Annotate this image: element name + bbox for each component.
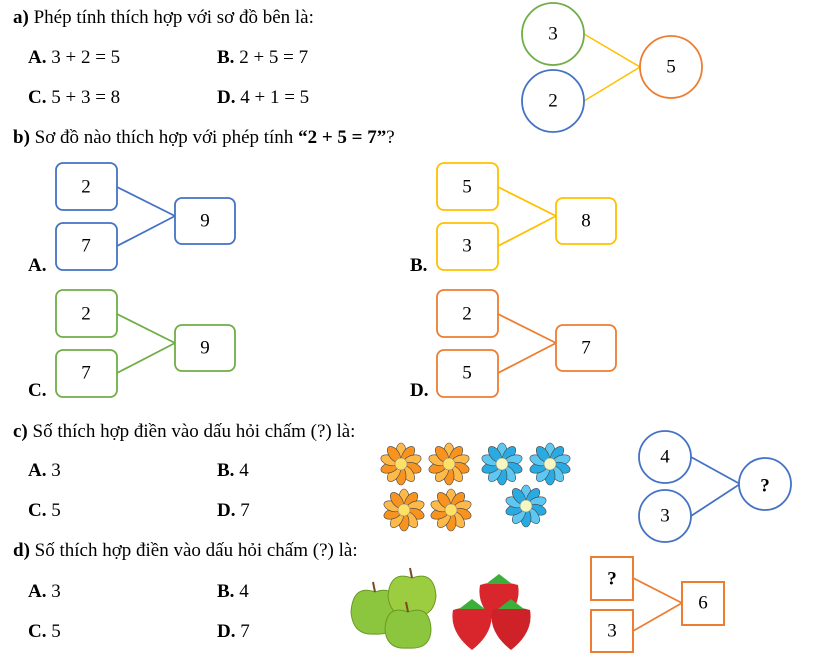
diagram-c-total: ? bbox=[760, 476, 770, 497]
flower-icon bbox=[428, 442, 470, 486]
diagram-b-options: 2 7 9 5 3 8 2 7 9 2 5 7 bbox=[55, 162, 617, 398]
flower-icon bbox=[383, 488, 425, 532]
box-top bbox=[436, 162, 499, 211]
box-bottom bbox=[55, 349, 118, 398]
circle-bottom bbox=[521, 69, 585, 133]
box-top bbox=[590, 556, 634, 601]
option-c-B: B. 4 bbox=[217, 460, 249, 481]
box-bottom bbox=[436, 349, 499, 398]
diagram-b-total: 7 bbox=[581, 338, 591, 359]
question-c: c) Số thích hợp điền vào dấu hỏi chấm (?… bbox=[13, 421, 356, 442]
option-a-A: A. 3 + 2 = 5 bbox=[28, 47, 121, 68]
box-total bbox=[174, 197, 236, 245]
flower-icon bbox=[481, 442, 523, 486]
apple-icon bbox=[387, 567, 437, 617]
diagram-a-bottom: 2 bbox=[548, 91, 558, 112]
flower-icon bbox=[380, 442, 422, 486]
diagram-b-top: 2 bbox=[81, 304, 91, 325]
box-top bbox=[436, 289, 499, 338]
diagram-b-bottom: 3 bbox=[462, 236, 472, 257]
diagram-b-bottom: 7 bbox=[81, 236, 91, 257]
diagram-b-bottom: 7 bbox=[81, 363, 91, 384]
diagram-d-bottom: 3 bbox=[607, 621, 617, 642]
box-bottom bbox=[436, 222, 499, 271]
diagram-b-total: 9 bbox=[200, 211, 210, 232]
box-total bbox=[174, 324, 236, 372]
option-d-D: D. 7 bbox=[217, 621, 250, 642]
box-bottom bbox=[55, 222, 118, 271]
option-a-B: B. 2 + 5 = 7 bbox=[217, 47, 309, 68]
diagram-a-top: 3 bbox=[548, 24, 558, 45]
option-b-D-label: D. bbox=[410, 380, 429, 401]
box-top bbox=[55, 289, 118, 338]
diagram-c-bottom: 3 bbox=[660, 506, 670, 527]
option-a-C: C. 5 + 3 = 8 bbox=[28, 87, 121, 108]
box-top bbox=[55, 162, 118, 211]
diagram-c: 4 3 ? bbox=[638, 430, 792, 543]
diagram-b-total: 8 bbox=[581, 211, 591, 232]
flower-icon bbox=[529, 442, 571, 486]
strawberry-icon bbox=[452, 599, 492, 650]
flower-icon bbox=[430, 488, 472, 532]
apples-illustration bbox=[350, 567, 437, 649]
strawberries-illustration bbox=[452, 574, 531, 650]
circle-top bbox=[638, 430, 692, 484]
diagram-b-bottom: 5 bbox=[462, 363, 472, 384]
diagram-b-option-D: 2 5 7 bbox=[436, 289, 617, 398]
box-total bbox=[681, 581, 725, 626]
apple-icon bbox=[384, 601, 432, 649]
diagram-b-total: 9 bbox=[200, 338, 210, 359]
diagram-c-top: 4 bbox=[660, 447, 670, 468]
option-b-B-label: B. bbox=[410, 255, 428, 276]
question-a: a) Phép tính thích hợp với sơ đồ bên là: bbox=[13, 7, 314, 29]
circle-bottom bbox=[638, 489, 692, 543]
flower-icon bbox=[505, 484, 547, 528]
circle-total bbox=[639, 35, 703, 99]
diagram-b-top: 5 bbox=[462, 177, 472, 198]
option-d-C: C. 5 bbox=[28, 621, 61, 642]
diagram-b-top: 2 bbox=[462, 304, 472, 325]
option-b-C-label: C. bbox=[28, 380, 47, 401]
box-bottom bbox=[590, 609, 634, 653]
diagram-b-option-A: 2 7 9 bbox=[55, 162, 236, 271]
option-c-C: C. 5 bbox=[28, 500, 61, 521]
question-label: a) bbox=[13, 7, 29, 28]
diagram-a: 3 2 5 bbox=[521, 2, 703, 133]
circle-total bbox=[738, 457, 792, 511]
option-c-D: D. 7 bbox=[217, 500, 250, 521]
box-total bbox=[555, 197, 617, 245]
strawberry-icon bbox=[491, 599, 531, 650]
diagram-d-top: ? bbox=[607, 569, 617, 590]
option-b-A-label: A. bbox=[28, 255, 47, 276]
diagram-b-option-B: 5 3 8 bbox=[436, 162, 617, 271]
question-text: Phép tính thích hợp với sơ đồ bên là: bbox=[33, 7, 314, 28]
question-d: d) Số thích hợp điền vào dấu hỏi chấm (?… bbox=[13, 540, 358, 561]
circle-top bbox=[521, 2, 585, 66]
diagram-d-total: 6 bbox=[698, 593, 708, 614]
option-a-D: D. 4 + 1 = 5 bbox=[217, 87, 310, 108]
diagram-b-option-C: 2 7 9 bbox=[55, 289, 236, 398]
option-c-A: A. 3 bbox=[28, 460, 61, 481]
question-b: b) Sơ đồ nào thích hợp với phép tính “2 … bbox=[13, 127, 395, 148]
diagram-d: ? 3 6 bbox=[590, 556, 725, 653]
diagram-b-top: 2 bbox=[81, 177, 91, 198]
diagram-a-total: 5 bbox=[666, 57, 676, 78]
option-d-B: B. 4 bbox=[217, 581, 249, 602]
option-d-A: A. 3 bbox=[28, 581, 61, 602]
box-total bbox=[555, 324, 617, 372]
flowers-illustration bbox=[380, 442, 571, 532]
